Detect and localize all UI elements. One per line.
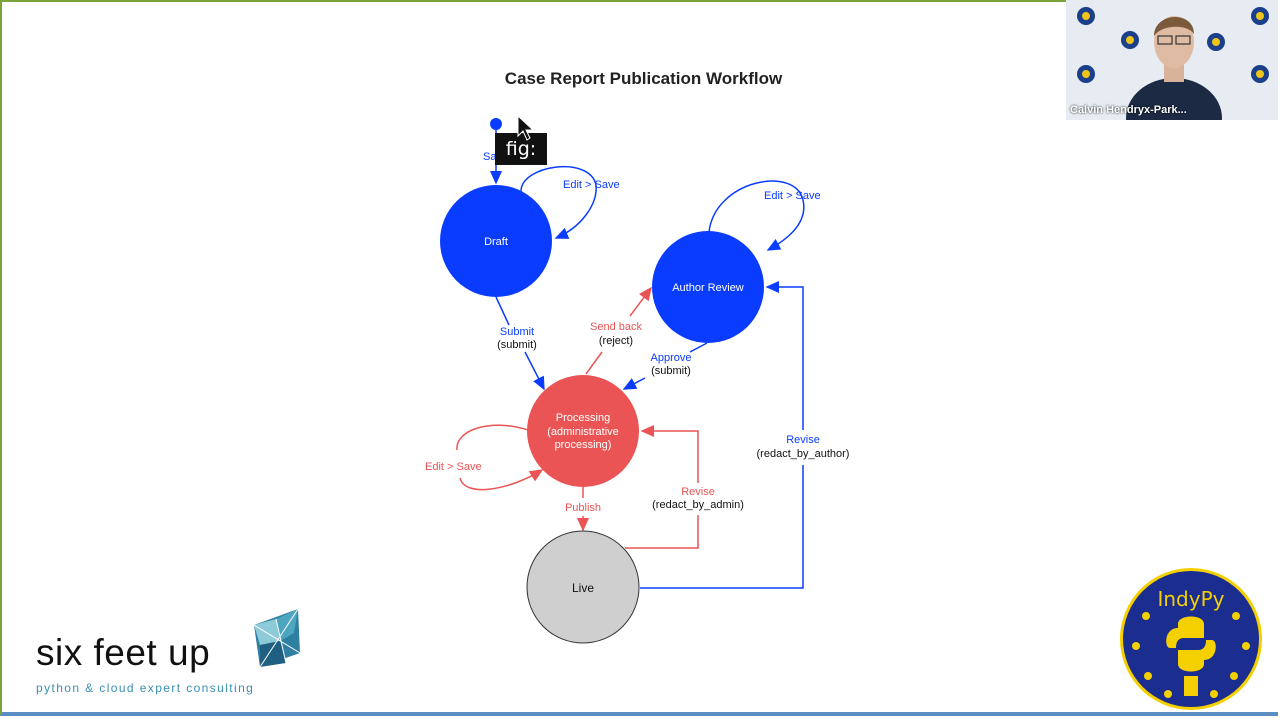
start-dot (490, 118, 502, 130)
processing-label-1: Processing (556, 412, 610, 424)
company-name: six feet up (36, 632, 211, 673)
live-label: Live (572, 581, 594, 595)
submit-edge-lower (524, 351, 545, 391)
start-edge-label: Sa (483, 151, 497, 163)
revise-admin-label: Revise (681, 486, 715, 498)
send-back-label: Send back (590, 321, 642, 333)
six-feet-up-logo-icon (253, 608, 301, 668)
author-review-label: Author Review (672, 282, 744, 294)
participant-video[interactable]: Calvin Hendryx-Park... (1066, 0, 1278, 120)
send-back-edge-lower (585, 351, 603, 375)
author-self-label: Edit > Save (764, 190, 821, 202)
approve-label: Approve (651, 352, 692, 364)
submit-label: Submit (500, 326, 534, 338)
processing-node (527, 375, 639, 487)
revise-author-edge (640, 287, 804, 589)
submit-edge (495, 296, 510, 326)
publish-label: Publish (565, 502, 601, 514)
processing-self-label: Edit > Save (425, 461, 482, 473)
draft-label: Draft (484, 236, 508, 248)
company-tagline: python & cloud expert consulting (36, 681, 255, 695)
processing-label-2: (administrative (547, 426, 619, 438)
tooltip: fig: (495, 133, 547, 165)
draft-self-label: Edit > Save (563, 179, 620, 191)
indypy-badge-icon: IndyPy (1120, 568, 1262, 710)
approve-code-label: (submit) (651, 365, 691, 377)
video-background-icon (1066, 0, 1278, 120)
badge-text: IndyPy (1157, 587, 1224, 611)
approve-edge-lower (622, 377, 646, 390)
author-review-node (652, 231, 764, 343)
send-back-code-label: (reject) (599, 335, 633, 347)
processing-label-3: processing) (555, 439, 612, 451)
send-back-edge-upper (629, 286, 652, 317)
revise-admin-edge (625, 431, 699, 549)
revise-admin-code-label: (redact_by_admin) (652, 499, 744, 511)
diagram-title: Case Report Publication Workflow (504, 69, 783, 88)
revise-author-label: Revise (786, 434, 820, 446)
draft-node (440, 185, 552, 297)
processing-self-loop (456, 424, 542, 491)
revise-author-code-label: (redact_by_author) (757, 448, 850, 460)
live-node (526, 530, 640, 644)
approve-edge-upper (689, 342, 708, 353)
participant-name: Calvin Hendryx-Park... (1070, 104, 1187, 116)
submit-code-label: (submit) (497, 339, 537, 351)
mouse-cursor-icon (517, 115, 535, 141)
draft-self-loop (520, 165, 597, 239)
author-self-loop (708, 180, 805, 251)
